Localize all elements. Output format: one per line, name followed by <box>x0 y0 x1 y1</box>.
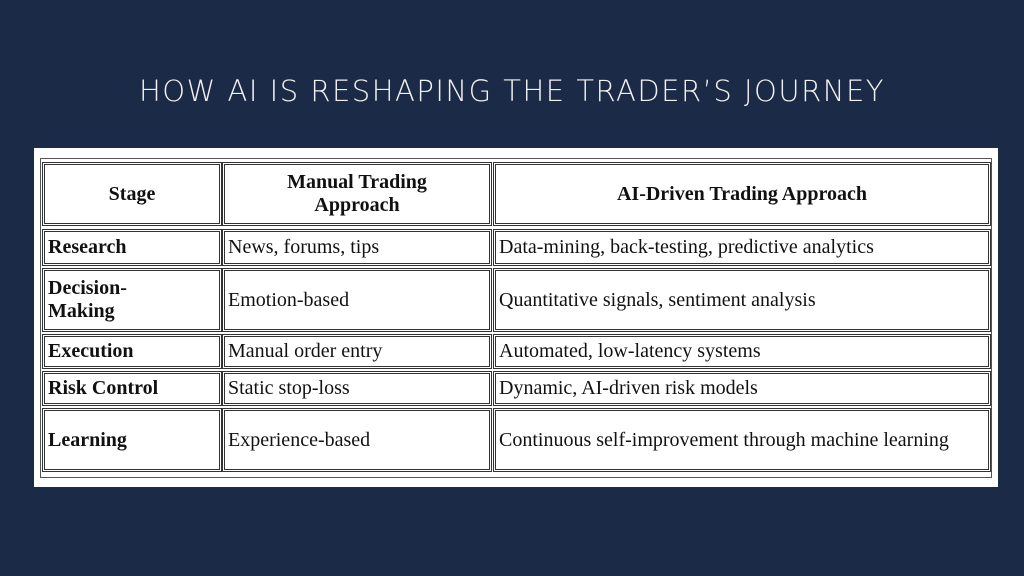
table-row-ai: Quantitative signals, sentiment analysis <box>493 268 991 332</box>
table-row-stage: Execution <box>42 334 222 369</box>
comparison-table: Stage Manual Trading Approach AI-Driven … <box>34 148 998 487</box>
table-row-manual: Manual order entry <box>222 334 492 369</box>
table-row-stage: Learning <box>42 408 222 472</box>
slide-title: HOW AI IS RESHAPING THE TRADER’S JOURNEY <box>139 74 885 108</box>
table-row-stage: Decision-Making <box>42 268 222 332</box>
table-row-ai: Dynamic, AI-driven risk models <box>493 371 991 406</box>
table-row-manual: Emotion-based <box>222 268 492 332</box>
table-border <box>40 158 992 478</box>
table-row-ai: Continuous self-improvement through mach… <box>493 408 991 472</box>
table-row-stage: Risk Control <box>42 371 222 406</box>
table-row-ai: Automated, low-latency systems <box>493 334 991 369</box>
header-stage: Stage <box>42 162 222 226</box>
header-manual: Manual Trading Approach <box>222 162 492 226</box>
table-row-ai: Data-mining, back-testing, predictive an… <box>493 229 991 266</box>
header-ai: AI-Driven Trading Approach <box>493 162 991 226</box>
table-row-manual: News, forums, tips <box>222 229 492 266</box>
table-row-manual: Static stop-loss <box>222 371 492 406</box>
table-row-manual: Experience-based <box>222 408 492 472</box>
table-row-stage: Research <box>42 229 222 266</box>
